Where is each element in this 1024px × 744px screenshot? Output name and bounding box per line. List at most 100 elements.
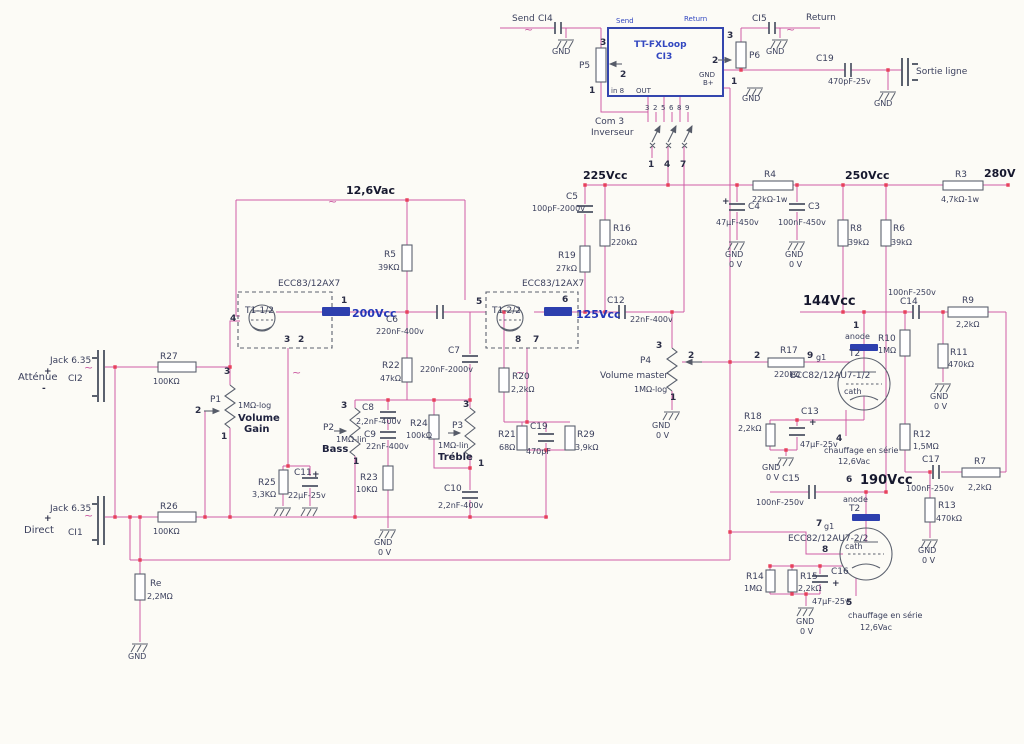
- v144: 144Vcc: [803, 294, 856, 309]
- r12-val: 1,5MΩ: [913, 442, 939, 451]
- c9-val: 22nF-400v: [366, 442, 409, 451]
- p4-pin1: 1: [670, 393, 676, 403]
- p4-ref: P4: [640, 356, 651, 366]
- c19-mid-ref: C19: [530, 422, 548, 432]
- c3-val: 100nF-450v: [778, 218, 826, 227]
- r6-val: 39kΩ: [891, 238, 912, 247]
- r16-ref: R16: [613, 224, 631, 234]
- jack1-squiggle: ~: [84, 509, 93, 522]
- r25-ref: R25: [258, 478, 276, 488]
- jack2-plus: +: [44, 367, 52, 377]
- v125: 125Vcc: [576, 308, 621, 321]
- tube-t2b: [839, 527, 893, 581]
- p3-potentiometer: [464, 407, 476, 457]
- t2a-type: ECC82/12AU7-1/2: [790, 371, 870, 381]
- r27-ref: R27: [160, 352, 178, 362]
- ground-symbol: [933, 383, 952, 393]
- t2a-pin1: 1: [853, 321, 859, 331]
- t2b-cath: cath: [845, 542, 863, 551]
- jack1-label: Jack 6.35: [49, 504, 91, 514]
- gnd-c4-0v: 0 V: [729, 260, 743, 269]
- p2-name: Bass: [322, 444, 348, 455]
- jack2-squiggle: ~: [84, 361, 93, 374]
- c6-capacitor: [436, 305, 444, 319]
- re-val: 2,2MΩ: [147, 592, 173, 601]
- r15-body: [787, 569, 798, 593]
- r11-ref: R11: [950, 348, 968, 358]
- r25-body: [278, 469, 289, 495]
- jack2-minus: -: [42, 384, 46, 394]
- t1b-envelope: [485, 291, 579, 349]
- ci2-ref: CI2: [68, 374, 83, 384]
- v280: 280V: [984, 167, 1016, 180]
- r22-ref: R22: [382, 361, 400, 371]
- t2a-g1: g1: [816, 353, 826, 362]
- r26-ref: R26: [160, 502, 178, 512]
- r26-body: [157, 511, 197, 523]
- t1b-pin8: 8: [515, 335, 521, 345]
- c7-capacitor: [462, 355, 478, 363]
- c10-capacitor: [462, 491, 478, 499]
- r20-body: [498, 367, 510, 393]
- t2b-type: ECC82/12AU7-2/2: [788, 534, 868, 544]
- t2b-cathode: [851, 563, 881, 569]
- r15-val: 2,2kΩ: [798, 584, 821, 593]
- t1b-squiggle: ~: [516, 366, 525, 379]
- r9-val: 2,2kΩ: [956, 320, 979, 329]
- stage1-wires: [104, 311, 730, 642]
- c17-ref: C17: [922, 455, 940, 465]
- v190: 190Vcc: [860, 473, 913, 488]
- r18-body: [765, 423, 776, 447]
- r21-ref: R21: [498, 430, 516, 440]
- p1-potentiometer: [224, 384, 236, 429]
- ground-symbol: [787, 241, 806, 251]
- r9-body: [947, 306, 989, 318]
- p2-pin3: 3: [341, 401, 347, 411]
- c19-top-val: 470pF-25v: [828, 77, 871, 86]
- t1a-pin2: 2: [298, 335, 304, 345]
- p2-ref: P2: [323, 423, 334, 433]
- p3-val: 1MΩ-lin: [438, 441, 469, 450]
- r10-body: [899, 329, 911, 357]
- r24-ref: R24: [410, 419, 428, 429]
- r11-val: 470kΩ: [948, 360, 974, 369]
- t2a-pin4: 4: [836, 434, 842, 444]
- switch-wires: [647, 96, 689, 312]
- t2a-anode-highlight-bar: [850, 344, 878, 351]
- gnd-ci5-label: GND: [766, 47, 784, 56]
- r18-val: 2,2kΩ: [738, 424, 761, 433]
- fx-ref: CI3: [656, 52, 672, 62]
- c3-ref: C3: [808, 202, 820, 212]
- r14-body: [765, 569, 776, 593]
- p1-pin3: 3: [224, 367, 230, 377]
- p3-name: Tréble: [438, 451, 473, 463]
- c19-top-capacitor: [844, 63, 852, 77]
- r16-val: 220kΩ: [611, 238, 637, 247]
- c5-ref: C5: [566, 192, 578, 202]
- p6-ref: P6: [749, 51, 760, 61]
- r22-body: [401, 357, 413, 383]
- t1b-cathode: [500, 326, 520, 331]
- ci5-ref: CI5: [752, 14, 767, 24]
- fx-loop-box: [607, 27, 724, 97]
- gnd-r13-0v: 0 V: [922, 556, 936, 565]
- c7-val: 220nF-2000v: [420, 365, 473, 374]
- fx-bplus: B+: [703, 79, 714, 87]
- c10-ref: C10: [444, 484, 462, 494]
- t2b-anode-label: anode: [843, 495, 868, 504]
- junction-dots: [113, 68, 1010, 596]
- p3-ref: P3: [452, 421, 463, 431]
- p1-name2: Gain: [244, 424, 270, 435]
- t1a-bulb: [248, 304, 276, 332]
- re-ref: Re: [150, 579, 162, 589]
- p4-name: Volume master: [600, 371, 668, 381]
- p4-pin2: 2: [688, 351, 694, 361]
- fx-out: OUT: [636, 87, 652, 95]
- r23-body: [382, 465, 394, 491]
- r6-ref: R6: [893, 224, 905, 234]
- p6-body: [735, 41, 747, 69]
- r5-val: 39KΩ: [378, 263, 400, 272]
- jack2-label: Jack 6.35: [49, 356, 91, 366]
